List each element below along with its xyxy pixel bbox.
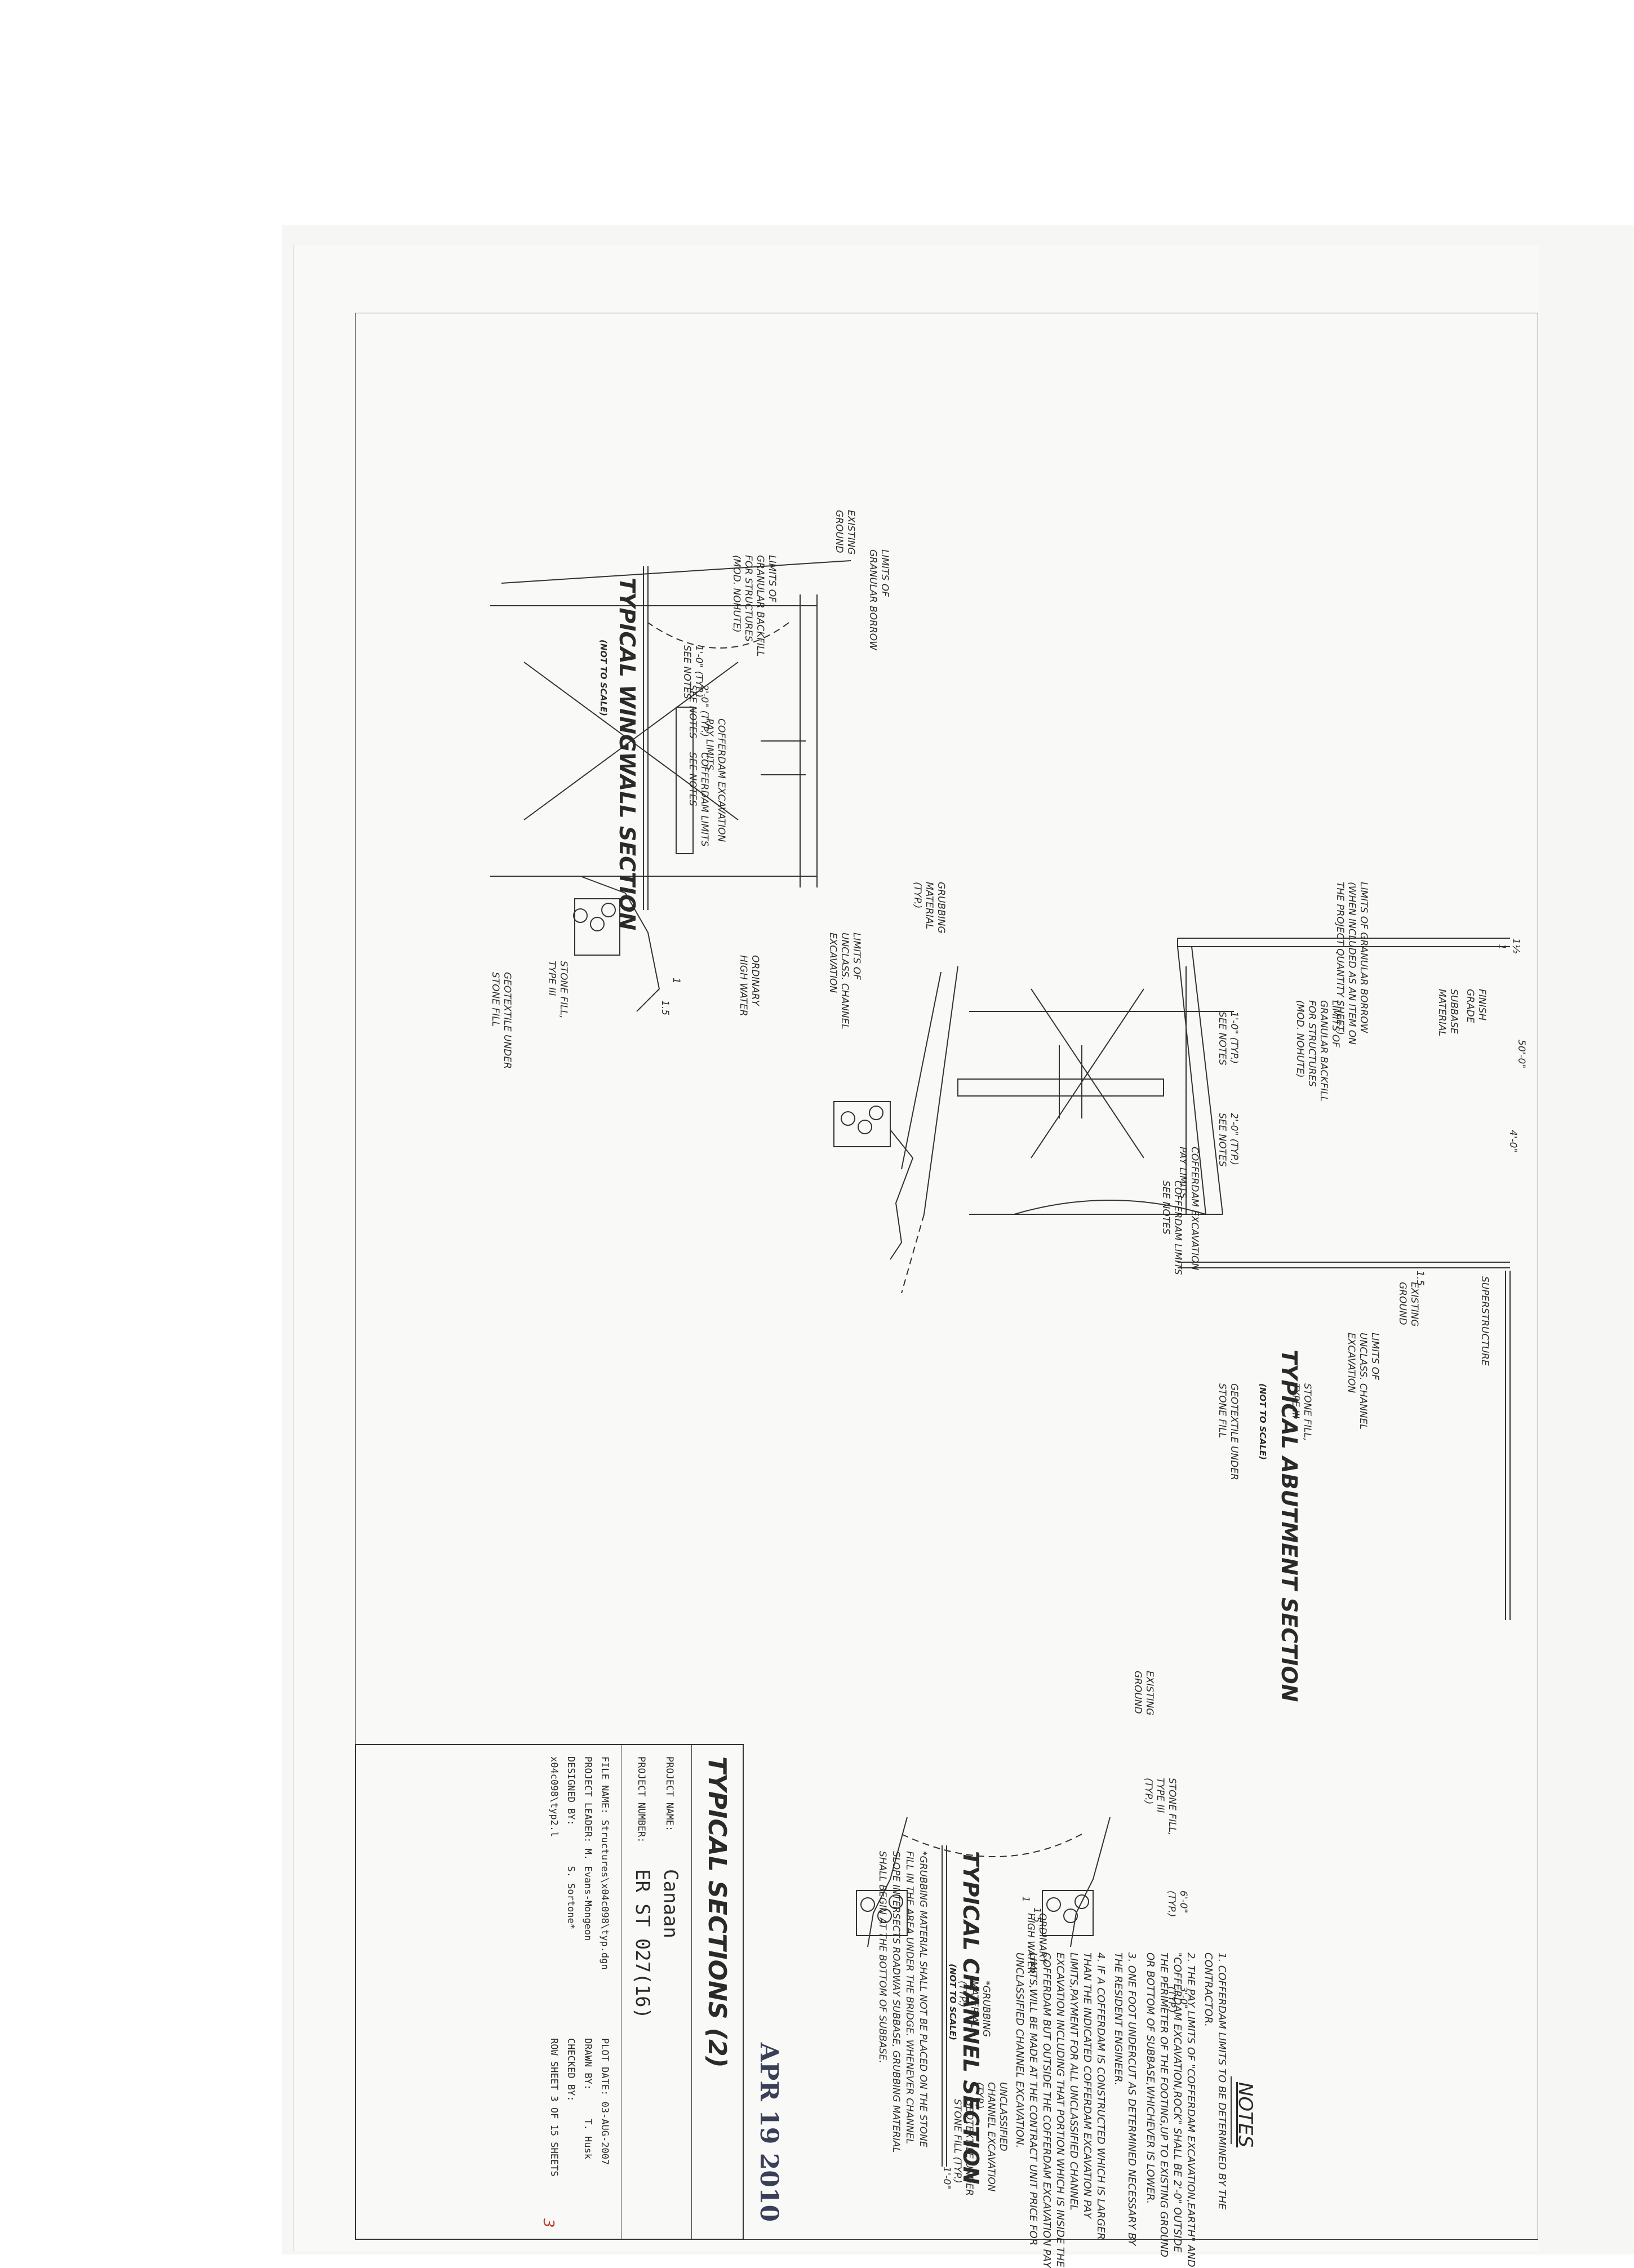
project-number-label: PROJECT NUMBER: (636, 1756, 647, 1843)
abutment-slope-half: 1½ (1510, 938, 1521, 954)
channel-1ft: 1'-0" (941, 2167, 952, 2190)
note-1: 1. COFFERDAM LIMITS TO BE DETERMINED BY … (1202, 1952, 1228, 2210)
channel-title: TYPICAL CHANNEL SECTION (958, 1851, 983, 2185)
wingwall-cofferdam-limits: COFFERDAM LIMITS SEE NOTES (687, 752, 710, 847)
abutment-geotextile: GEOTEXTILE UNDER STONE FILL (1216, 1383, 1240, 1480)
channel-existing-ground: EXISTING GROUND (1132, 1671, 1155, 1716)
abutment-granular-backfill: LIMITS OF GRANULAR BACKFILL FOR STRUCTUR… (1294, 1000, 1341, 1102)
wingwall-existing-ground: EXISTING GROUND (833, 510, 856, 555)
abutment-subbase: SUBBASE MATERIAL (1436, 989, 1459, 1037)
project-number-value: ER ST 027(16) (631, 1869, 654, 2020)
channel-slope-1: 1 (1020, 1896, 1031, 1902)
wingwall-section-drawing (490, 560, 851, 1012)
abutment-title: TYPICAL ABUTMENT SECTION (1277, 1350, 1302, 1702)
project-leader: PROJECT LEADER: M. Evans-Mongeon (582, 1756, 593, 1941)
abutment-50ft-dim: 50'-0" (1516, 1040, 1527, 1069)
abutment-section-drawing (833, 938, 1510, 1294)
wingwall-title: TYPICAL WINGWALL SECTION (615, 578, 640, 931)
abutment-channel-excavation: LIMITS OF UNCLASS. CHANNEL EXCAVATION (1346, 1333, 1380, 1430)
abutment-finish-grade: FINISH GRADE (1464, 989, 1488, 1023)
wingwall-subtitle: (NOT TO SCALE) (598, 640, 609, 716)
sheet-title: TYPICAL SECTIONS (2) (703, 1756, 731, 2068)
abutment-1ft-typ: 1'-0" (TYP.) SEE NOTES (1216, 1011, 1240, 1066)
wingwall-slope-1: 1 (671, 978, 682, 984)
channel-3ft-typ: 3'-0" (TYP.) (1166, 1986, 1189, 2013)
rotated-drawing: NOTES 1. COFFERDAM LIMITS TO BE DETERMIN… (355, 313, 1538, 2268)
drawn-by: DRAWN BY: T. Husk (582, 2038, 593, 2159)
received-date-stamp: APR 19 2010 (754, 2043, 783, 2222)
handwritten-page-number: 3 (540, 2218, 557, 2228)
channel-footnote: *GRUBBING MATERIAL SHALL NOT BE PLACED O… (877, 1851, 929, 2153)
checked-by: CHECKED BY: (565, 2038, 576, 2102)
abutment-slope-1-5: 1.5 (1414, 1271, 1426, 1286)
abutment-2ft-typ: 2'-0" (TYP.) SEE NOTES (1216, 1113, 1240, 1167)
wingwall-stone-fill: STONE FILL, TYPE III (546, 961, 569, 1019)
note-3: 3. ONE FOOT UNDERCUT AS DETERMINED NECES… (1112, 1952, 1138, 2246)
plot-date: PLOT DATE: 03-AUG-2007 (599, 2038, 610, 2165)
project-name-value: Canaan (659, 1869, 682, 1938)
project-name-label: PROJECT NAME: (664, 1756, 675, 1832)
abutment-superstructure: SUPERSTRUCTURE (1479, 1276, 1490, 1366)
channel-6ft-typ: 6'-0" (TYP.) (1166, 1890, 1189, 1918)
abutment-cofferdam-limits: COFFERDAM LIMITS SEE NOTES (1160, 1180, 1183, 1275)
wingwall-grubbing: GRUBBING MATERIAL (TYP.) (912, 882, 947, 934)
wingwall-granular-backfill: LIMITS OF GRANULAR BACKFILL FOR STRUCTUR… (731, 555, 778, 657)
channel-section-drawing (856, 1817, 1111, 1947)
row-sheet: ROW SHEET 3 OF 15 SHEETS (548, 2038, 560, 2177)
wingwall-granular-borrow: LIMITS OF GRANULAR BORROW (867, 549, 890, 650)
file-name: FILE NAME: Structures\x04c098\typ.dgn (599, 1756, 610, 1970)
abutment-4ft-dim: 4'-0" (1507, 1130, 1518, 1153)
note-4: 4. IF A COFFERDAM IS CONSTRUCTED WHICH I… (1014, 1952, 1107, 2268)
wingwall-slope-1-5: 1.5 (659, 1000, 671, 1016)
channel-slope-1-5: 1.5 (1031, 1907, 1042, 1923)
wingwall-geotextile: GEOTEXTILE UNDER STONE FILL (490, 972, 513, 1069)
abutment-existing-ground: EXISTING GROUND (1397, 1282, 1420, 1327)
designed-by: DESIGNED BY: S. Sortone* (565, 1756, 576, 1930)
abutment-slope-one: 1 (1496, 944, 1507, 950)
drawing-linework (355, 313, 1538, 2240)
title-block: TYPICAL SECTIONS (2) PROJECT NAME: Canaa… (355, 1744, 744, 2240)
channel-subtitle: (NOT TO SCALE) (948, 1964, 958, 2040)
notes-heading: NOTES (1234, 2082, 1256, 2148)
typ-file: x04c098\typ2.l (548, 1756, 560, 1838)
abutment-subtitle: (NOT TO SCALE) (1258, 1383, 1268, 1460)
wingwall-channel-excavation: LIMITS OF UNCLASS. CHANNEL EXCAVATION (827, 933, 862, 1029)
channel-stone-fill: STONE FILL, TYPE III (TYP.) (1143, 1778, 1178, 1836)
wingwall-high-water: ORDINARY HIGH WATER (738, 955, 761, 1017)
